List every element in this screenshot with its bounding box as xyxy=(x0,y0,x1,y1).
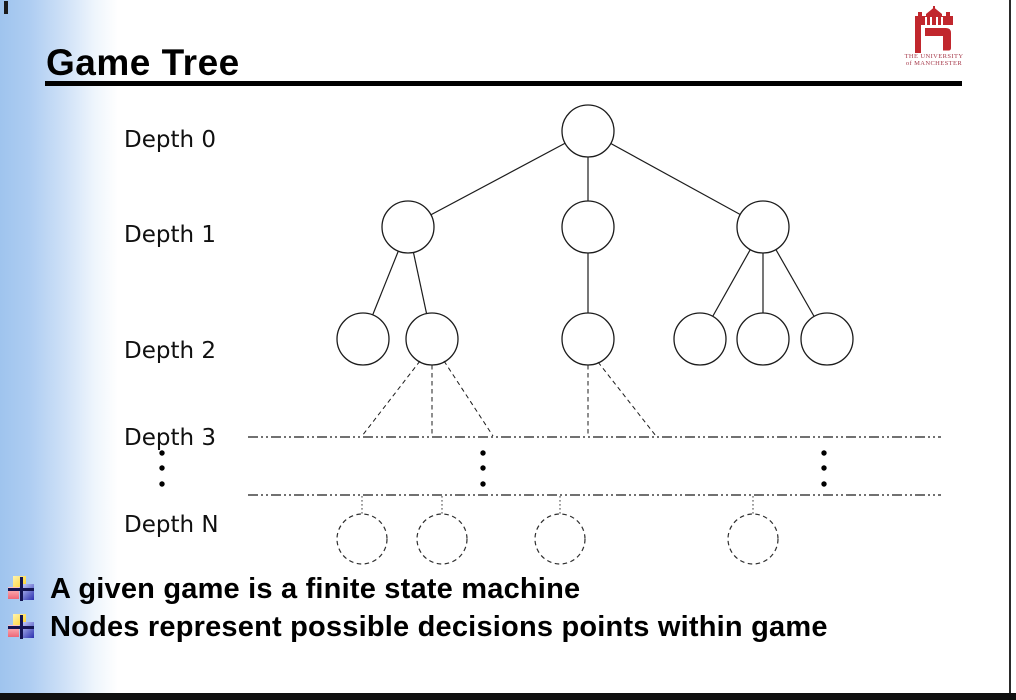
title-underline xyxy=(45,81,962,86)
depth-n-node xyxy=(534,513,586,565)
slide-bottom-border xyxy=(0,693,1016,700)
logo-text-line1: THE UNIVERSITY xyxy=(904,53,964,60)
depth-n-node xyxy=(336,513,388,565)
ellipsis-dot xyxy=(159,465,165,471)
bullet-marker-icon xyxy=(8,614,34,640)
tree-node-d1-mid xyxy=(561,200,615,254)
university-crest-icon xyxy=(915,6,953,53)
page-title: Game Tree xyxy=(46,42,240,83)
tree-node-d1-left xyxy=(381,200,435,254)
tree-node-d2-a xyxy=(336,312,390,366)
ellipsis-dot xyxy=(480,465,486,471)
bullet-item-1: A given game is a finite state machine xyxy=(8,574,580,604)
tree-node-root xyxy=(561,104,615,158)
bullet-item-2: Nodes represent possible decisions point… xyxy=(8,612,828,642)
tree-node-d2-d xyxy=(673,312,727,366)
tree-node-d2-e xyxy=(736,312,790,366)
tree-edge xyxy=(407,130,589,228)
tree-node-d2-b xyxy=(405,312,459,366)
bullet-text: Nodes represent possible decisions point… xyxy=(50,611,828,643)
ellipsis-dot xyxy=(159,450,165,456)
university-logo: THE UNIVERSITY of MANCHESTER xyxy=(898,6,970,67)
depth-label-3: Depth 3 xyxy=(124,425,216,451)
depth-n-node xyxy=(727,513,779,565)
logo-text-line2: of MANCHESTER xyxy=(905,60,963,67)
ellipsis-dot xyxy=(480,481,486,487)
tree-node-d2-f xyxy=(800,312,854,366)
depth-label-0: Depth 0 xyxy=(124,127,216,153)
tree-node-d2-c xyxy=(561,312,615,366)
ellipsis-dot xyxy=(821,450,827,456)
ellipsis-dot xyxy=(159,481,165,487)
depth-label-2: Depth 2 xyxy=(124,338,216,364)
tree-edge xyxy=(587,130,764,228)
ellipsis-dot xyxy=(821,481,827,487)
ellipsis-dot xyxy=(821,465,827,471)
corner-mark xyxy=(4,1,8,14)
depth-n-node xyxy=(416,513,468,565)
expansion-dashed-edge xyxy=(443,360,494,437)
bullet-text: A given game is a finite state machine xyxy=(50,573,581,605)
expansion-dashed-edge xyxy=(361,360,421,437)
bullet-marker-icon xyxy=(8,576,34,602)
depth-label-1: Depth 1 xyxy=(124,222,216,248)
depth-label-n: Depth N xyxy=(124,512,219,538)
slide-right-border xyxy=(1009,0,1011,694)
ellipsis-dot xyxy=(480,450,486,456)
tree-node-d1-right xyxy=(736,200,790,254)
expansion-dashed-edge xyxy=(597,361,657,437)
